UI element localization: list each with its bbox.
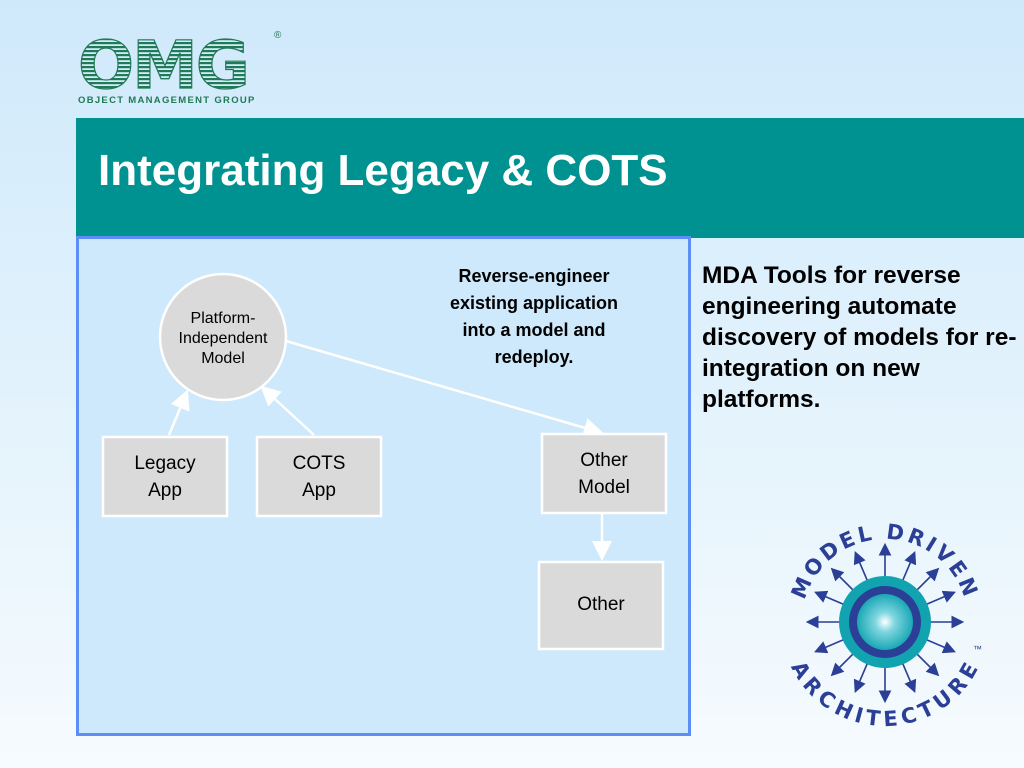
cots-app-label-line: COTS <box>292 453 346 474</box>
note-line: into a model and <box>462 320 606 340</box>
note-line: Reverse-engineer <box>458 266 610 286</box>
mda-logo: MODEL DRIVEN ARCHITECTURE ™ <box>780 510 990 735</box>
omg-logo: OMG ® <box>76 26 288 108</box>
other-model-box <box>540 432 668 515</box>
pim-label-line: Platform- <box>190 310 256 327</box>
cots-app-label: COTS App <box>258 450 380 504</box>
pim-label-line: Independent <box>178 330 268 347</box>
arrow-cots-to-pim <box>260 385 315 436</box>
other-label: Other <box>577 594 625 615</box>
slide-title: Integrating Legacy & COTS <box>98 146 668 195</box>
reverse-engineer-note: Reverse-engineer existing application in… <box>409 263 659 371</box>
omg-tagline: OBJECT MANAGEMENT GROUP <box>78 95 256 106</box>
title-band: Integrating Legacy & COTS <box>76 118 1024 238</box>
other-model-label: Other Model <box>543 447 665 501</box>
arrow-pim-to-other-model <box>285 339 604 438</box>
other-model-label-line: Model <box>578 477 630 498</box>
note-line: existing application <box>449 293 619 313</box>
pim-label-line: Model <box>201 350 245 367</box>
pim-label: Platform- Independent Model <box>163 309 283 369</box>
legacy-app-label-line: App <box>148 480 182 501</box>
cots-app-label-line: App <box>302 480 336 501</box>
other-box <box>537 560 665 651</box>
note-line: redeploy. <box>494 347 574 367</box>
diagram-canvas <box>101 272 668 651</box>
mda-core <box>857 594 913 650</box>
legacy-app-box <box>101 435 229 518</box>
diagram-panel: Platform- Independent Model Legacy App C… <box>76 236 691 736</box>
legacy-app-label: Legacy App <box>104 450 226 504</box>
arrow-legacy-to-pim <box>167 389 190 436</box>
mda-trademark: ™ <box>973 644 982 654</box>
legacy-app-label-line: Legacy <box>134 453 196 474</box>
registered-mark: ® <box>274 30 282 41</box>
omg-logo-text: OMG <box>78 27 248 96</box>
other-model-label-line: Other <box>580 450 628 471</box>
pim-node <box>158 272 288 402</box>
side-description: MDA Tools for reverse engineering automa… <box>702 262 1017 413</box>
cots-app-box <box>255 435 383 518</box>
